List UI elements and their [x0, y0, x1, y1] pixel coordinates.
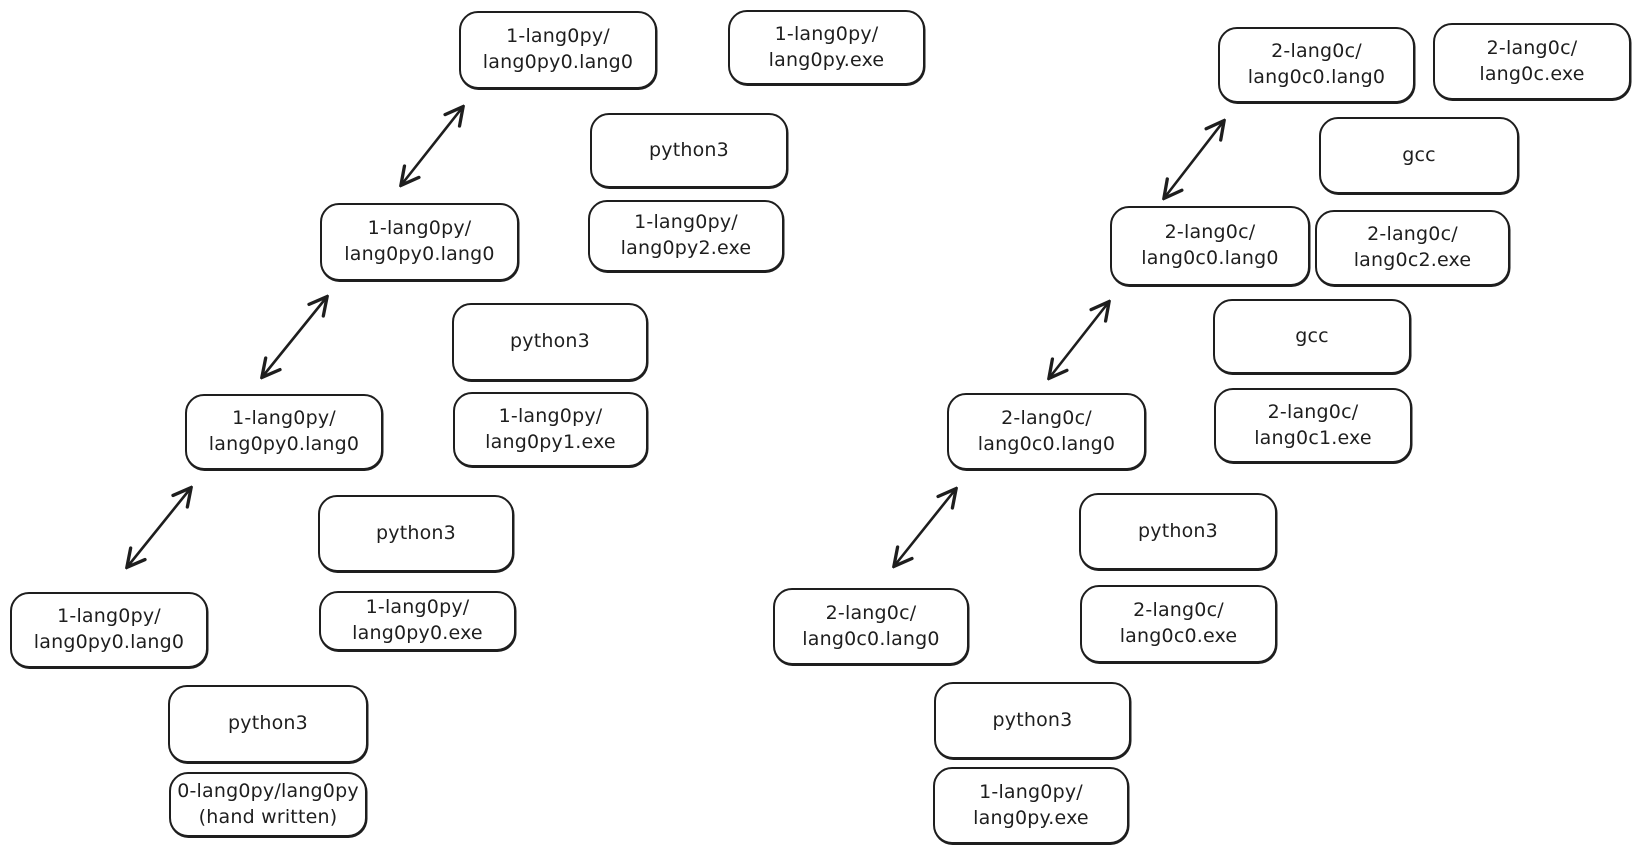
node-c-gcc-top: gcc	[1319, 117, 1519, 194]
node-label: 2-lang0c/ lang0c1.exe	[1254, 400, 1372, 449]
node-label: 1-lang0py/ lang0py0.lang0	[33, 605, 185, 653]
node-c-exe-final: 2-lang0c/ lang0c.exe	[1433, 23, 1631, 100]
node-c-src-stage1: 2-lang0c/ lang0c0.lang0	[947, 393, 1146, 470]
node-label: 2-lang0c/ lang0c0.lang0	[1141, 221, 1279, 269]
node-label: 1-lang0py/ lang0py1.exe	[485, 404, 616, 453]
node-py-runtime-2: python3	[452, 303, 648, 381]
node-label: python3	[649, 138, 729, 161]
node-label: 1-lang0py/ lang0py0.lang0	[344, 217, 495, 265]
node-py-exe-final: 1-lang0py/ lang0py.exe	[728, 10, 925, 85]
node-c-gcc-mid: gcc	[1213, 299, 1411, 374]
node-py-runtime-3: python3	[590, 113, 788, 188]
node-py-src-stage2: 1-lang0py/ lang0py0.lang0	[320, 203, 519, 281]
bidirectional-arrow-py-0-1	[128, 489, 190, 566]
node-py-exe-0: 1-lang0py/ lang0py0.exe	[319, 591, 516, 651]
node-py-handwritten: 0-lang0py/lang0py (hand written)	[169, 772, 367, 837]
node-c-src-stage2: 2-lang0c/ lang0c0.lang0	[1110, 206, 1310, 286]
node-c-exe-0: 2-lang0c/ lang0c0.exe	[1080, 585, 1277, 663]
node-c-src-stage0: 2-lang0c/ lang0c0.lang0	[773, 588, 969, 665]
bidirectional-arrow-c-1-2	[1050, 303, 1108, 377]
node-label: python3	[1138, 519, 1218, 542]
node-label: 2-lang0c/ lang0c0.lang0	[977, 406, 1116, 455]
node-label: python3	[510, 330, 590, 353]
node-label: 1-lang0py/ lang0py0.lang0	[482, 25, 634, 73]
node-label: 2-lang0c/ lang0c0.lang0	[1247, 40, 1386, 88]
node-c-python-1: python3	[1079, 493, 1277, 570]
node-label: 2-lang0c/ lang0c0.exe	[1119, 599, 1238, 647]
node-label: gcc	[1295, 324, 1329, 347]
node-label: 1-lang0py/ lang0py.exe	[973, 780, 1089, 829]
node-py-src-stage0: 1-lang0py/ lang0py0.lang0	[10, 592, 208, 668]
node-label: 1-lang0py/ lang0py2.exe	[620, 211, 752, 259]
bidirectional-arrow-py-2-3	[402, 108, 462, 184]
node-label: 0-lang0py/lang0py (hand written)	[177, 779, 359, 828]
node-label: 1-lang0py/ lang0py0.lang0	[208, 407, 360, 455]
node-py-exe-1: 1-lang0py/ lang0py1.exe	[453, 392, 648, 467]
bidirectional-arrow-c-2-3	[1165, 122, 1223, 197]
node-c-src-stage3: 2-lang0c/ lang0c0.lang0	[1218, 27, 1415, 103]
node-label: gcc	[1402, 143, 1436, 166]
node-py-src-stage1: 1-lang0py/ lang0py0.lang0	[185, 394, 383, 470]
node-label: 2-lang0c/ lang0c2.exe	[1353, 223, 1472, 271]
node-label: 2-lang0c/ lang0c.exe	[1479, 36, 1585, 85]
node-py-runtime-1: python3	[318, 495, 514, 572]
node-label: 2-lang0c/ lang0c0.lang0	[802, 601, 940, 650]
node-c-exe-1: 2-lang0c/ lang0c1.exe	[1214, 388, 1412, 463]
node-c-exe-2: 2-lang0c/ lang0c2.exe	[1315, 210, 1510, 286]
bidirectional-arrow-c-0-1	[895, 490, 955, 565]
node-c-python-0: python3	[934, 682, 1131, 759]
bidirectional-arrow-py-1-2	[263, 298, 326, 376]
node-label: 1-lang0py/ lang0py0.exe	[352, 596, 483, 644]
node-c-bootstrap-exe: 1-lang0py/ lang0py.exe	[933, 767, 1129, 844]
node-py-src-stage3: 1-lang0py/ lang0py0.lang0	[459, 11, 657, 89]
node-py-exe-2: 1-lang0py/ lang0py2.exe	[588, 200, 784, 272]
node-py-runtime-0: python3	[168, 685, 368, 763]
node-label: python3	[228, 712, 308, 735]
node-label: python3	[376, 521, 456, 544]
node-label: 1-lang0py/ lang0py.exe	[768, 22, 885, 71]
node-label: python3	[992, 708, 1073, 731]
